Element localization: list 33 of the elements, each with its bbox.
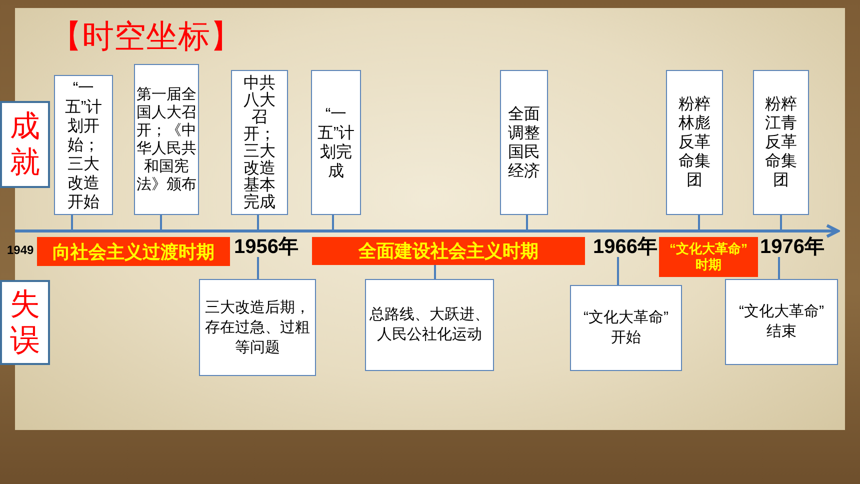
- category-box: 成就: [0, 101, 50, 188]
- connector-line: [617, 257, 619, 285]
- year-label: 1976年: [760, 237, 824, 257]
- year-label: 1949: [7, 244, 34, 256]
- event-box: 全面调整国民经济: [500, 70, 548, 215]
- connector-line: [160, 215, 162, 230]
- event-box: 总路线、大跃进、人民公社化运动: [365, 279, 494, 371]
- connector-line: [71, 215, 73, 230]
- event-box: 第一届全国人大召开；《中华人民共和国宪法》颁布: [134, 64, 199, 215]
- connector-line: [526, 215, 528, 230]
- year-label: 1956年: [234, 237, 298, 257]
- event-box: “一五”计划开始；三大改造开始: [54, 75, 113, 215]
- event-box: 中共八大召开；三大改造基本完成: [231, 70, 288, 215]
- connector-line: [698, 215, 700, 230]
- event-box: “文化大革命”开始: [570, 285, 682, 371]
- connector-line: [257, 257, 259, 279]
- connector-line: [434, 265, 436, 279]
- time-axis: [15, 224, 840, 238]
- event-box: 三大改造后期，存在过急、过粗等问题: [199, 279, 316, 376]
- event-box: “文化大革命”结束: [725, 279, 838, 365]
- event-box: 粉粹江青反革命集团: [753, 70, 809, 215]
- connector-line: [332, 215, 334, 230]
- period-band: 全面建设社会主义时期: [312, 237, 585, 265]
- connector-line: [780, 215, 782, 230]
- event-box: “一五”计划完成: [311, 70, 361, 215]
- event-box: 粉粹林彪反革命集团: [666, 70, 723, 215]
- period-band: 向社会主义过渡时期: [37, 237, 230, 266]
- connector-line: [257, 215, 259, 230]
- title: 【时空坐标】: [50, 18, 242, 54]
- category-box: 失误: [0, 280, 50, 365]
- year-label: 1966年: [593, 237, 658, 257]
- period-band: “文化大革命”时期: [659, 237, 758, 277]
- connector-line: [778, 257, 780, 279]
